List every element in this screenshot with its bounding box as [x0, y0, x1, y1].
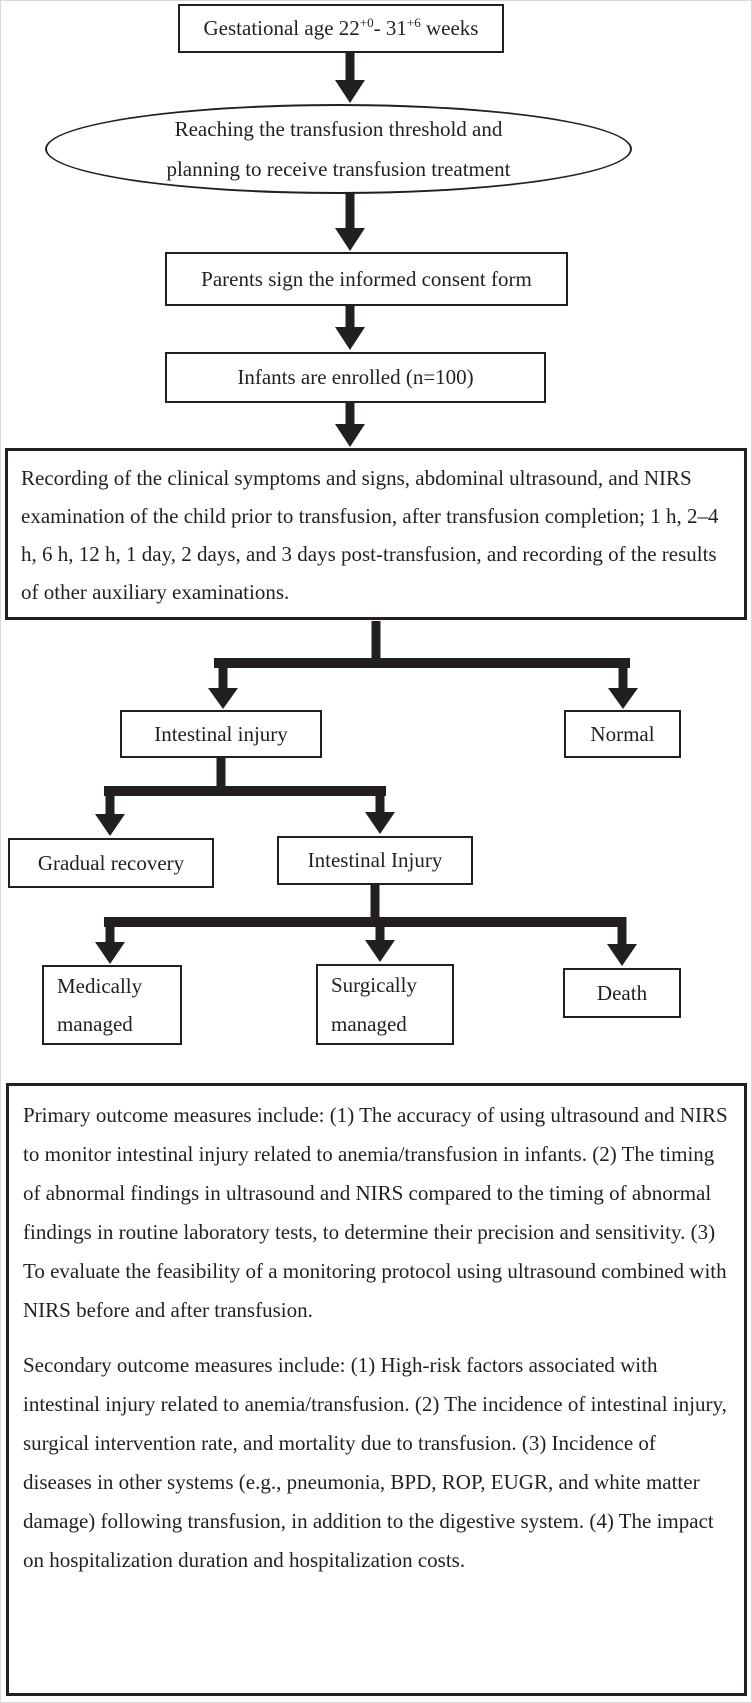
intestinal-injury-progress-box: Intestinal Injury	[277, 836, 473, 885]
ellipse-line-1: Reaching the transfusion threshold and	[174, 116, 503, 141]
surgically-managed-box: Surgically managed	[316, 964, 454, 1045]
medically-line-2: managed	[57, 1012, 133, 1036]
outcome-measures-box: Primary outcome measures include: (1) Th…	[6, 1083, 747, 1696]
recording-box: Recording of the clinical symptoms and s…	[5, 448, 747, 620]
branch-management-split	[95, 884, 637, 966]
consent-box: Parents sign the informed consent form	[165, 252, 568, 306]
intestinal-injury-box: Intestinal injury	[120, 710, 322, 758]
enrollment-box: Infants are enrolled (n=100)	[165, 352, 546, 403]
transfusion-threshold-ellipse: Reaching the transfusion threshold and p…	[45, 104, 632, 194]
normal-box: Normal	[564, 710, 681, 758]
recording-text: Recording of the clinical symptoms and s…	[21, 466, 719, 604]
gradual-recovery-box: Gradual recovery	[8, 838, 214, 888]
arrow-enrollment-to-recording	[335, 402, 365, 447]
branch-injury-split	[95, 757, 395, 836]
secondary-outcomes-text: Secondary outcome measures include: (1) …	[23, 1353, 727, 1572]
death-box: Death	[563, 968, 681, 1018]
arrow-consent-to-enrollment	[335, 304, 365, 350]
surgically-line-2: managed	[331, 1011, 407, 1036]
primary-outcomes-text: Primary outcome measures include: (1) Th…	[23, 1103, 728, 1322]
gestational-age-label: Gestational age 22+0- 31+6 weeks	[203, 15, 479, 41]
arrow-gestational-to-ellipse	[335, 52, 365, 103]
branch-recording-split	[208, 621, 638, 709]
surgically-line-1: Surgically	[331, 973, 417, 998]
medically-managed-box: Medically managed	[42, 965, 182, 1045]
gestational-age-box: Gestational age 22+0- 31+6 weeks	[178, 4, 504, 53]
arrow-ellipse-to-consent	[335, 192, 365, 251]
ellipse-line-2: planning to receive transfusion treatmen…	[166, 157, 511, 181]
medically-line-1: Medically	[57, 973, 143, 998]
